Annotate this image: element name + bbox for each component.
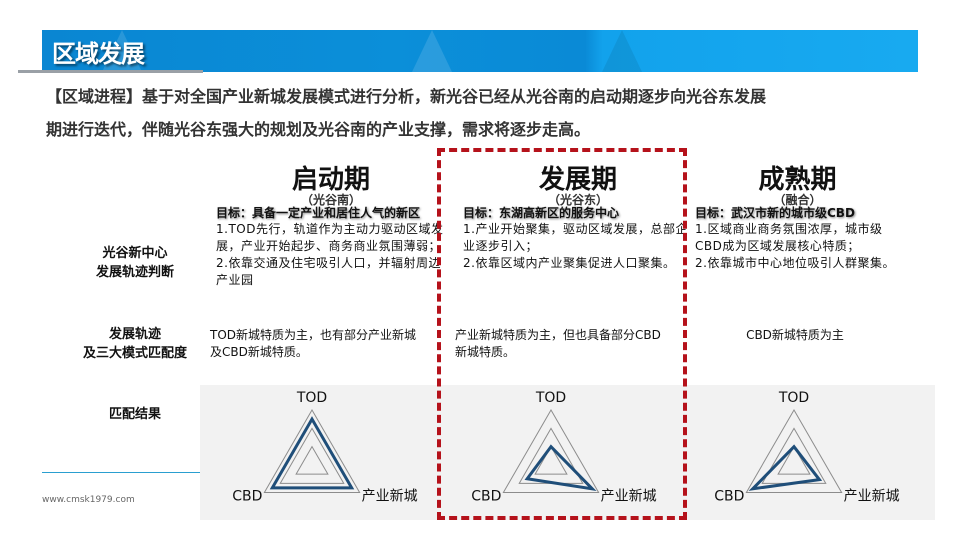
stage-subtitle: （光谷东） [547, 193, 608, 207]
stage-description: 1.产业开始聚集，驱动区域发展，总部企业逐步引入； 2.依靠区域内产业聚集促进人… [463, 222, 688, 270]
radar-series [524, 444, 597, 492]
radar-chart-development: TOD 产业新城 CBD [471, 390, 657, 505]
stage-goal: 目标：具备一定产业和居住人气的新区 [216, 206, 421, 220]
header-band [42, 30, 918, 72]
row-label-judgement: 光谷新中心 发展轨迹判断 [60, 244, 210, 282]
radar-gridline [534, 445, 568, 475]
radar-axis-label: TOD [778, 390, 809, 406]
radar-axis-label: 产业新城 [844, 489, 900, 505]
radar-gridline [263, 408, 361, 493]
radar-series [269, 416, 355, 490]
footer-divider [42, 472, 200, 473]
intro-text: 【区域进程】基于对全国产业新城发展模式进行分析，新光谷已经从光谷南的启动期逐步向… [46, 80, 906, 146]
radar-chart-startup: TOD 产业新城 CBD [232, 390, 418, 505]
result-background [200, 385, 935, 520]
page-title: 区域发展 [52, 40, 145, 68]
radar-axis-label: CBD [471, 489, 501, 505]
highlight-frame-bottom [437, 516, 687, 520]
radar-series [748, 444, 823, 491]
row-label-line: 发展轨迹判断 [95, 265, 174, 280]
stage-subtitle: （光谷南） [300, 193, 361, 207]
intro-line: 期进行迭代，伴随光谷东强大的规划及光谷南的产业支撑，需求将逐步走高。 [46, 120, 591, 139]
track-text: TOD新城特质为主，也有部分产业新城及CBD新城特质。 [210, 328, 417, 359]
title-underline [18, 70, 203, 73]
track-text: CBD新城特质为主 [746, 328, 844, 342]
radar-axis-label: 产业新城 [362, 489, 418, 505]
row-label-track: 发展轨迹 及三大模式匹配度 [60, 325, 210, 363]
intro-line: 【区域进程】基于对全国产业新城发展模式进行分析，新光谷已经从光谷南的启动期逐步向… [46, 87, 767, 106]
radar-chart-mature: TOD 产业新城 CBD [714, 390, 900, 505]
row-label-line: 及三大模式匹配度 [82, 346, 187, 361]
footer-url: www.cmsk1979.com [42, 495, 135, 505]
highlight-frame [437, 148, 687, 520]
row-label-line: 发展轨迹 [108, 327, 161, 342]
radar-gridline [502, 408, 600, 493]
stage-column-mature: 成熟期 （融合） 目标：武汉市新的城市级CBD 1.区域商业商务氛围浓厚，城市级… [695, 164, 900, 272]
radar-axis-label: TOD [535, 390, 566, 406]
row-label-line: 光谷新中心 [102, 246, 168, 261]
stage-column-startup: 启动期 （光谷南） 目标：具备一定产业和居住人气的新区 1.TOD先行，轨道作为… [216, 164, 446, 289]
stage-column-development: 发展期 （光谷东） 目标：东湖高新区的服务中心 1.产业开始聚集，驱动区域发展，… [463, 164, 693, 272]
radar-gridline [777, 445, 811, 475]
radar-axis-label: TOD [296, 390, 327, 406]
radar-gridline [745, 408, 843, 493]
radar-axis-label: 产业新城 [601, 489, 657, 505]
stage-description: 1.区域商业商务氛围浓厚，城市级CBD成为区域发展核心特质； 2.依靠城市中心地… [695, 222, 895, 270]
stage-title: 发展期 [538, 165, 617, 195]
stage-description: 1.TOD先行，轨道作为主动力驱动区域发展，产业开始起步、商务商业氛围薄弱； 2… [216, 222, 444, 287]
stage-goal: 目标：东湖高新区的服务中心 [463, 206, 620, 220]
radar-gridline [295, 445, 329, 475]
stage-title: 启动期 [291, 165, 370, 195]
track-text: 产业新城特质为主，但也具备部分CBD新城特质。 [455, 328, 661, 359]
row-label-result: 匹配结果 [108, 407, 161, 422]
radar-axis-label: CBD [232, 489, 262, 505]
radar-gridline [279, 427, 345, 484]
radar-axis-label: CBD [714, 489, 744, 505]
stage-goal: 目标：武汉市新的城市级CBD [695, 206, 855, 220]
stage-subtitle: （融合） [773, 193, 822, 207]
stage-title: 成熟期 [758, 165, 837, 195]
